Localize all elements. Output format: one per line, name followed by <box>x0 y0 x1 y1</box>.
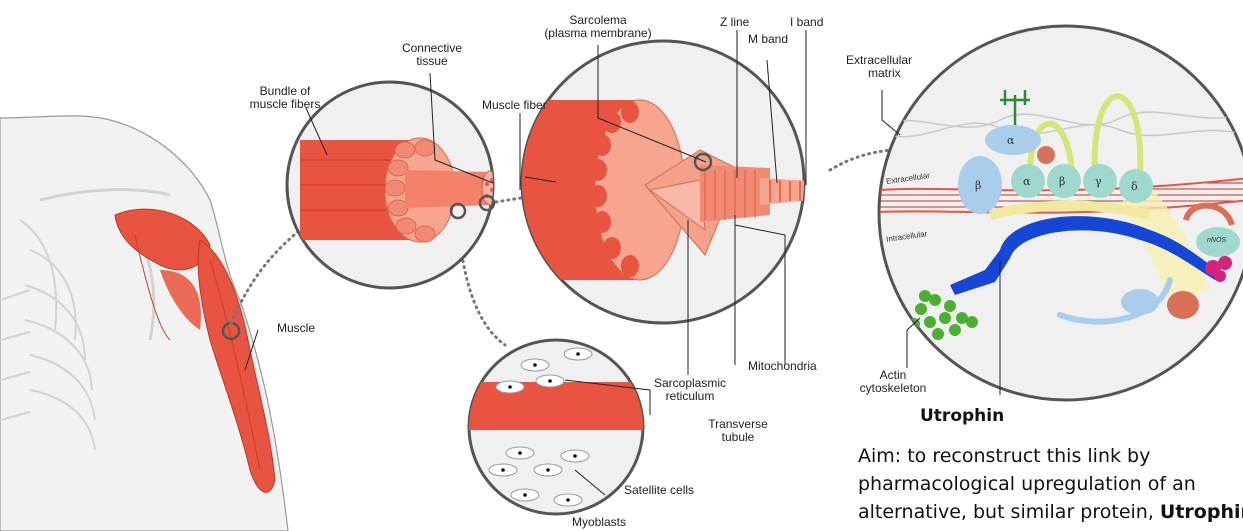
human-figure <box>0 116 288 531</box>
zoom-circle-molecular <box>879 26 1243 400</box>
zoom-circle-bundle <box>287 82 498 288</box>
label-alpha-dystroglycan: α <box>1007 134 1014 147</box>
zoom-circle-fiber <box>520 41 834 323</box>
label-myoblasts: Myoblasts <box>572 516 626 529</box>
label-muscle-fiber: Muscle fiber <box>482 99 547 112</box>
label-mitochondria: Mitochondria <box>748 360 817 373</box>
label-actin-cytoskeleton: Actin cytoskeleton <box>848 369 938 395</box>
label-ecm-line2: matrix <box>846 67 912 80</box>
label-gamma-sarcoglycan: γ <box>1095 175 1102 188</box>
label-z-line: Z line <box>720 16 749 29</box>
label-bundle-of-muscle-fibers: Bundle of muscle fibers <box>230 85 340 111</box>
label-transverse-line2: tubule <box>698 431 778 444</box>
label-sarcoplasmic-reticulum: Sarcoplasmic reticulum <box>640 377 740 403</box>
label-sarcolema-line2: (plasma membrane) <box>538 27 658 40</box>
aim-line3-prefix: alternative, but similar protein, <box>858 501 1160 523</box>
aim-line3: alternative, but similar protein, Utroph… <box>858 498 1243 526</box>
label-i-band: I band <box>790 16 823 29</box>
label-bundle-line2: muscle fibers <box>230 98 340 111</box>
utrophin-title: Utrophin <box>920 406 1004 426</box>
label-sarcoplasmic-line2: reticulum <box>640 390 740 403</box>
label-alpha-sarcoglycan: α <box>1023 175 1030 188</box>
aim-text: Aim: to reconstruct this link by pharmac… <box>858 442 1243 526</box>
label-connective-line2: tissue <box>392 55 472 68</box>
label-sarcolema: Sarcolema (plasma membrane) <box>538 14 658 40</box>
label-satellite-cells: Satellite cells <box>624 484 694 497</box>
label-beta-dystroglycan: β <box>975 179 981 192</box>
label-m-band: M band <box>748 33 788 46</box>
label-transverse-tubule: Transverse tubule <box>698 418 778 444</box>
label-actin-line2: cytoskeleton <box>848 382 938 395</box>
label-nnos: nNOS <box>1207 236 1226 245</box>
aim-line3-bold: Utrophin <box>1160 501 1243 523</box>
label-beta-sarcoglycan: β <box>1059 175 1065 188</box>
label-connective-tissue: Connective tissue <box>392 42 472 68</box>
aim-line2: pharmacological upregulation of an <box>858 470 1243 498</box>
label-delta-sarcoglycan: δ <box>1131 180 1138 193</box>
label-muscle: Muscle <box>277 322 315 335</box>
aim-line1: Aim: to reconstruct this link by <box>858 442 1243 470</box>
label-extracellular-matrix: Extracellular matrix <box>846 54 912 80</box>
